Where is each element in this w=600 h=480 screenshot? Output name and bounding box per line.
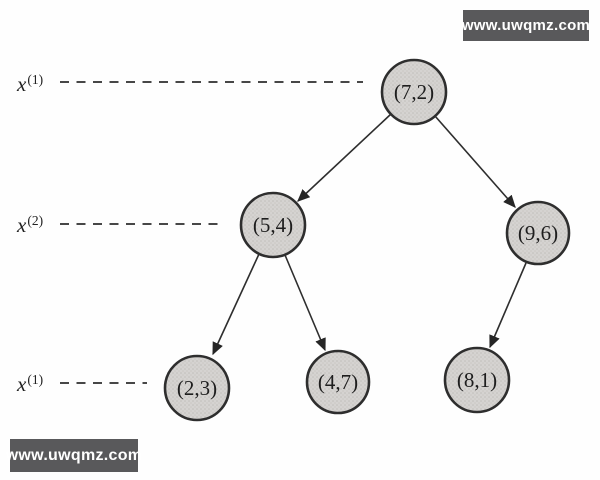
node-label: (4,7) [318,370,358,394]
watermark-top-right: www.uwqmz.com [461,10,591,41]
node-circle [239,191,307,259]
watermark-bottom-left: www.uwqmz.com [6,439,142,472]
axis-variable: x [17,213,27,237]
watermark-text: www.uwqmz.com [5,446,143,464]
edge-root-to-left-child [297,113,392,202]
tree-node-left-right: (4,7) [305,349,371,415]
node-label: (9,6) [518,221,558,245]
node-circle [380,58,448,126]
axis-superscript: (1) [27,372,44,387]
node-circle [443,346,511,414]
edge-left-to-leftright [284,254,326,352]
axis-superscript: (2) [27,213,44,228]
node-circle [305,349,371,415]
edge-right-to-rightleft [489,262,527,349]
edge-root-to-right-child [434,115,516,208]
tree-node-right: (9,6) [505,200,571,266]
split-dimension-label-depth1: x(1) [17,72,43,97]
node-label: (8,1) [457,368,497,392]
tree-node-root: (7,2) [380,58,448,126]
node-circle [505,200,571,266]
node-label: (7,2) [394,80,434,104]
tree-node-left: (5,4) [239,191,307,259]
tree-node-right-left: (8,1) [443,346,511,414]
split-dimension-label-depth3: x(1) [17,372,43,397]
watermark-text: www.uwqmz.com [461,17,591,34]
axis-variable: x [17,72,27,96]
node-label: (5,4) [253,213,293,237]
axis-variable: x [17,372,27,396]
node-label: (2,3) [177,376,217,400]
axis-superscript: (1) [27,72,44,87]
edge-left-to-leftleft [212,253,260,356]
node-circle [163,354,231,422]
split-dimension-label-depth2: x(2) [17,213,43,238]
tree-node-left-left: (2,3) [163,354,231,422]
